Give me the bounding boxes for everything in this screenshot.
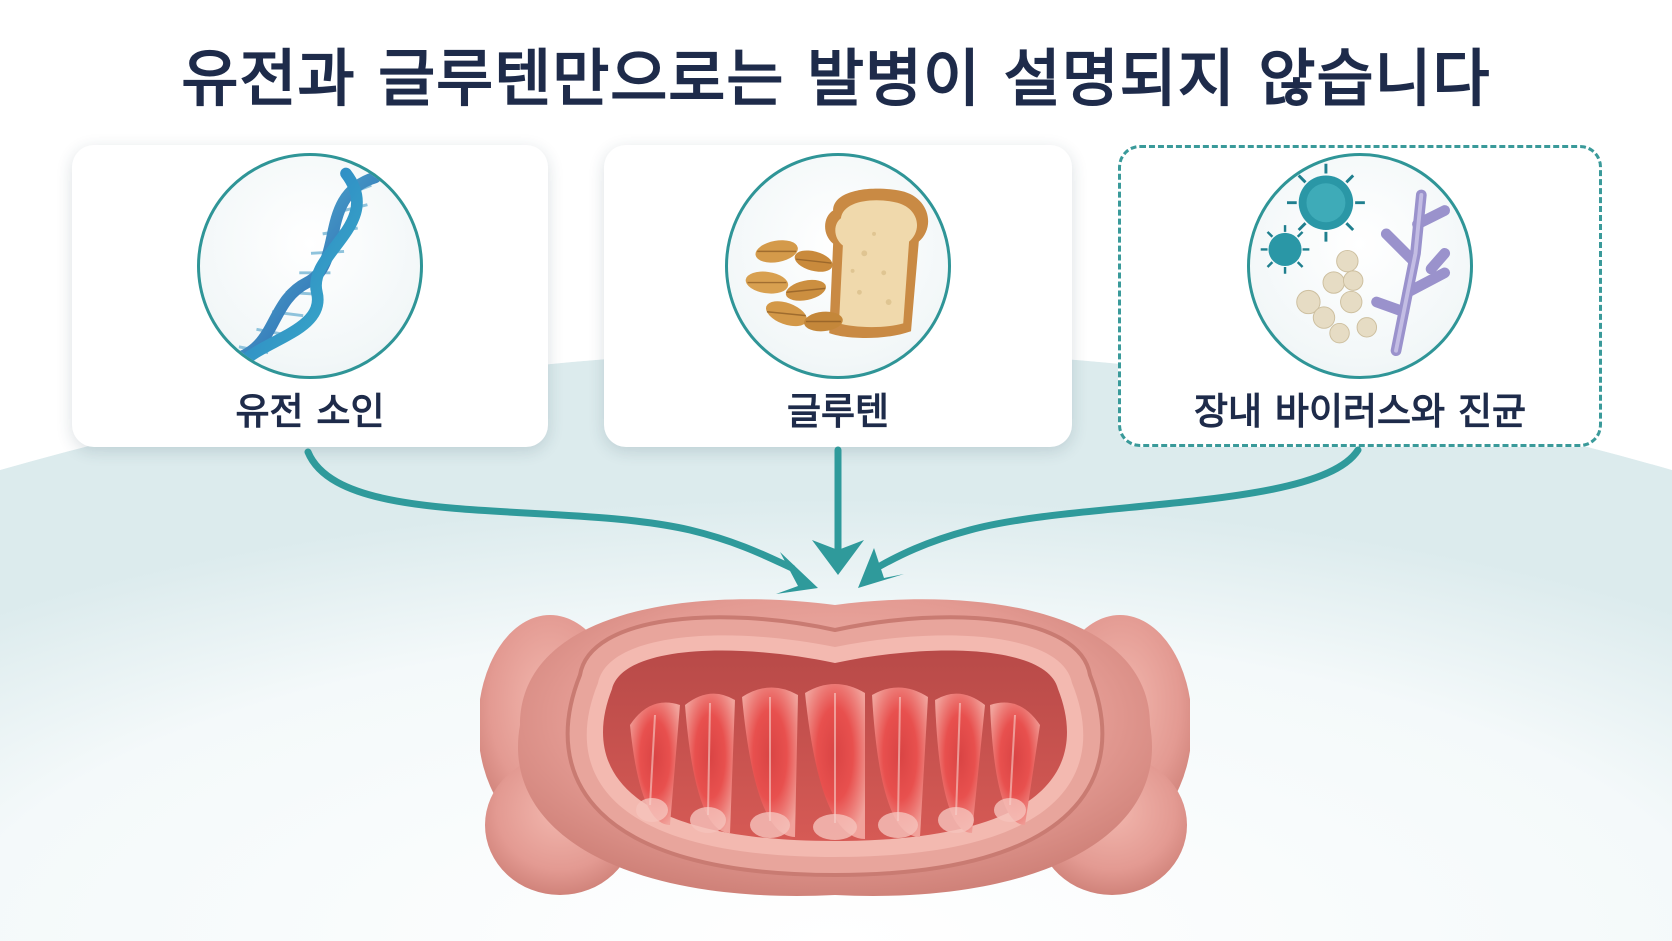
card-gluten: 글루텐 [604, 145, 1072, 447]
card-genetics: 유전 소인 [72, 145, 548, 447]
page-title: 유전과 글루텐만으로는 발병이 설명되지 않습니다 [181, 42, 1491, 115]
dna-icon [197, 153, 423, 379]
card-label-gluten: 글루텐 [786, 390, 890, 433]
bread-wheat-icon [725, 153, 951, 379]
card-label-viruses-fungi: 장내 바이러스와 진균 [1193, 390, 1527, 433]
card-viruses-fungi: 장내 바이러스와 진균 [1118, 145, 1602, 447]
card-label-genetics: 유전 소인 [235, 390, 385, 433]
virus-fungi-icon [1247, 153, 1473, 379]
intestine-illustration [480, 599, 1190, 896]
